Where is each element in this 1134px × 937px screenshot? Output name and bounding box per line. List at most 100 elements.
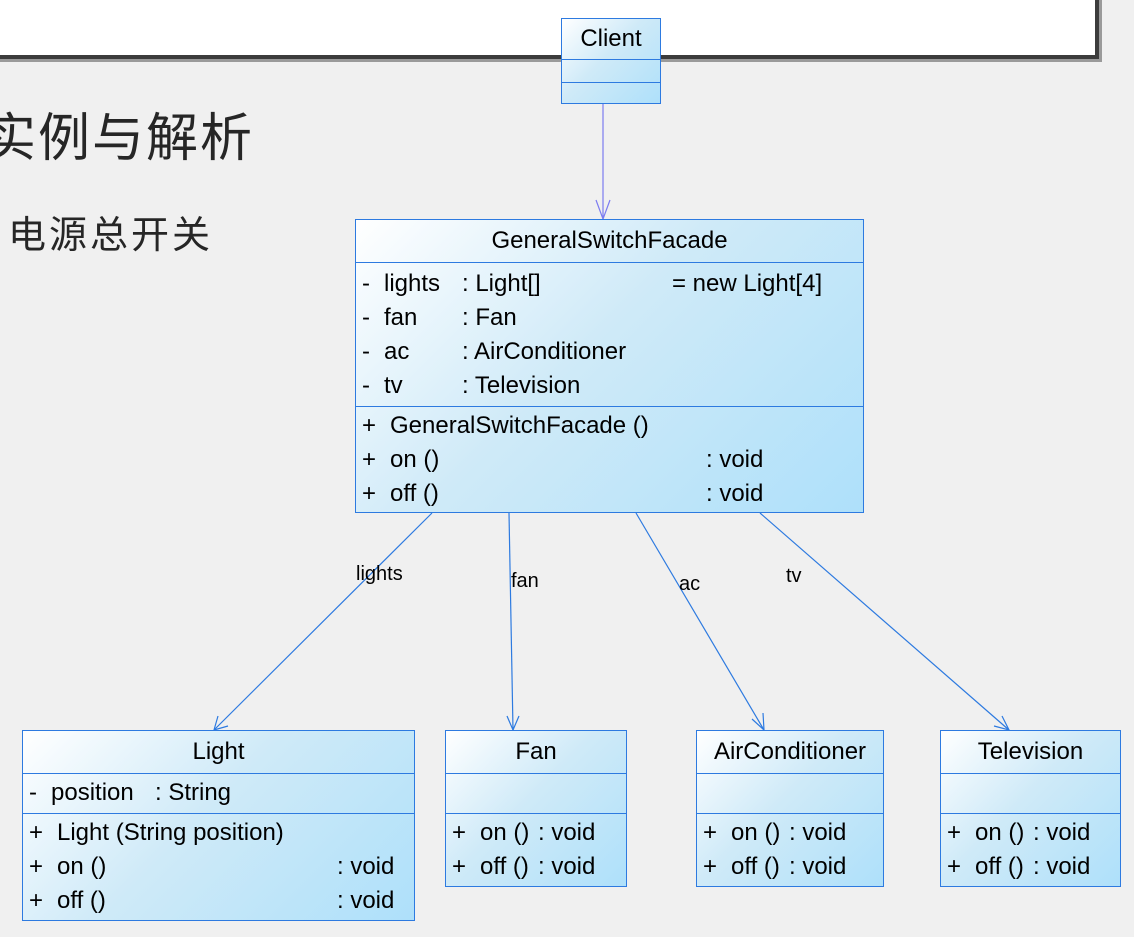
- class-operations-compartment: + on () : void + off () : void: [446, 814, 626, 884]
- attribute-row: - tv : Television: [362, 369, 857, 403]
- visibility: -: [362, 304, 370, 331]
- visibility: +: [29, 819, 44, 846]
- operation-name: on (): [57, 853, 107, 880]
- operation-row: + on () : void: [362, 443, 857, 477]
- association-label-fan: fan: [511, 570, 539, 592]
- class-attributes-compartment: [562, 60, 660, 83]
- association-label-lights: lights: [356, 563, 403, 585]
- class-operations-compartment: [562, 83, 660, 105]
- visibility: +: [947, 853, 962, 880]
- operation-return-type: : void: [706, 480, 764, 507]
- operation-row: + on () : void: [703, 816, 877, 850]
- operation-name: off (): [480, 853, 529, 880]
- operation-row: + on () : void: [452, 816, 620, 850]
- class-general-switch-facade[interactable]: GeneralSwitchFacade - lights : Light[] =…: [355, 219, 864, 513]
- class-name: Client: [562, 19, 660, 60]
- operation-name: on (): [390, 446, 440, 473]
- visibility: +: [703, 819, 718, 846]
- association-label-ac: ac: [679, 573, 701, 595]
- operation-return-type: : void: [1033, 819, 1091, 846]
- attribute-name: lights: [384, 270, 441, 297]
- attribute-name: ac: [384, 338, 410, 365]
- operation-name: GeneralSwitchFacade (): [390, 412, 649, 439]
- class-attributes-compartment: - position : String: [23, 774, 414, 814]
- operation-row: + on () : void: [29, 850, 408, 884]
- class-client[interactable]: Client: [561, 18, 661, 104]
- slide-subtitle: 电源总开关: [8, 213, 214, 257]
- visibility: -: [29, 779, 37, 806]
- visibility: +: [29, 853, 44, 880]
- operation-row: + off () : void: [947, 850, 1114, 884]
- operation-name: on (): [975, 819, 1025, 846]
- operation-row: + off () : void: [362, 477, 857, 511]
- class-attributes-compartment: - lights : Light[] = new Light[4] - fan …: [356, 263, 863, 407]
- operation-row: + GeneralSwitchFacade (): [362, 409, 857, 443]
- class-operations-compartment: + GeneralSwitchFacade () + on () : void …: [356, 407, 863, 511]
- operation-name: off (): [57, 887, 106, 914]
- visibility: +: [452, 853, 467, 880]
- operation-return-type: : void: [538, 819, 596, 846]
- slide-title: 实例与解析: [0, 109, 255, 169]
- class-name: GeneralSwitchFacade: [356, 220, 863, 263]
- slide-header-frame: [0, 0, 1099, 59]
- class-attributes-compartment: [697, 774, 883, 814]
- class-name: Television: [941, 731, 1120, 774]
- class-operations-compartment: + on () : void + off () : void: [697, 814, 883, 884]
- class-name: Fan: [446, 731, 626, 774]
- operation-return-type: : void: [706, 446, 764, 473]
- visibility: +: [362, 480, 377, 507]
- operation-name: Light (String position): [57, 819, 284, 846]
- attribute-name: position: [51, 779, 134, 806]
- attribute-row: - ac : AirConditioner: [362, 335, 857, 369]
- attribute-name: fan: [384, 304, 418, 331]
- class-fan[interactable]: Fan + on () : void + off () : void: [445, 730, 627, 887]
- operation-return-type: : void: [538, 853, 596, 880]
- operation-name: off (): [731, 853, 780, 880]
- operation-name: off (): [975, 853, 1024, 880]
- visibility: +: [703, 853, 718, 880]
- operation-return-type: : void: [789, 819, 847, 846]
- visibility: -: [362, 372, 370, 399]
- visibility: +: [947, 819, 962, 846]
- operation-name: off (): [390, 480, 439, 507]
- facade-to-tv-line: [759, 512, 1010, 731]
- operation-name: on (): [480, 819, 530, 846]
- class-attributes-compartment: [446, 774, 626, 814]
- attribute-row: - lights : Light[] = new Light[4]: [362, 267, 857, 301]
- attribute-row: - position : String: [29, 776, 408, 810]
- operation-row: + off () : void: [29, 884, 408, 918]
- facade-to-ac-line: [635, 512, 765, 731]
- class-operations-compartment: + on () : void + off () : void: [941, 814, 1120, 884]
- class-operations-compartment: + Light (String position) + on () : void…: [23, 814, 414, 918]
- visibility: +: [362, 412, 377, 439]
- operation-row: + on () : void: [947, 816, 1114, 850]
- attribute-type: : AirConditioner: [462, 338, 627, 365]
- operation-row: + off () : void: [452, 850, 620, 884]
- facade-to-fan-line: [508, 512, 514, 731]
- visibility: +: [29, 887, 44, 914]
- attribute-initial-value: = new Light[4]: [672, 270, 823, 297]
- class-light[interactable]: Light - position : String + Light (Strin…: [22, 730, 415, 921]
- operation-return-type: : void: [789, 853, 847, 880]
- class-attributes-compartment: [941, 774, 1120, 814]
- attribute-type: : Fan: [462, 304, 517, 331]
- class-name: AirConditioner: [697, 731, 883, 774]
- visibility: -: [362, 270, 370, 297]
- attribute-type: : Television: [462, 372, 581, 399]
- class-air-conditioner[interactable]: AirConditioner + on () : void + off () :…: [696, 730, 884, 887]
- operation-name: on (): [731, 819, 781, 846]
- attribute-name: tv: [384, 372, 403, 399]
- operation-return-type: : void: [337, 853, 395, 880]
- attribute-type: : Light[]: [462, 270, 541, 297]
- facade-to-light-line: [213, 512, 433, 731]
- visibility: -: [362, 338, 370, 365]
- operation-row: + off () : void: [703, 850, 877, 884]
- visibility: +: [452, 819, 467, 846]
- operation-row: + Light (String position): [29, 816, 408, 850]
- class-name: Light: [23, 731, 414, 774]
- operation-return-type: : void: [337, 887, 395, 914]
- class-television[interactable]: Television + on () : void + off () : voi…: [940, 730, 1121, 887]
- operation-return-type: : void: [1033, 853, 1091, 880]
- attribute-type: : String: [155, 779, 232, 806]
- attribute-row: - fan : Fan: [362, 301, 857, 335]
